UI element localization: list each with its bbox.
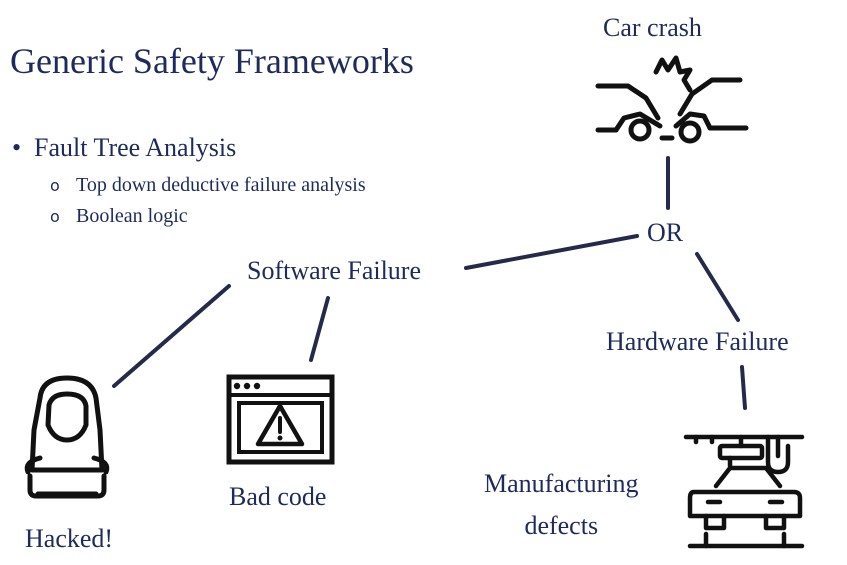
edge-or-hardware [695,252,740,322]
slide-title: Generic Safety Frameworks [10,41,414,81]
sub-bullet-label: Top down deductive failure analysis [76,174,366,196]
node-bad-code: Bad code [229,482,327,511]
manufacturing-line-2: defects [524,511,599,540]
edge-software-hacked [112,284,231,388]
bullet-fault-tree: • Fault Tree Analysis [12,133,236,163]
node-car-crash: Car crash [603,13,702,42]
node-or-gate: OR [647,218,684,247]
node-manufacturing-defects: Manufacturing defects [484,463,639,547]
hacker-icon [24,375,110,499]
car-assembly-icon [683,434,805,549]
bullet-marker: • [12,133,22,162]
sub-bullet-1: o Top down deductive failure analysis [50,174,366,197]
node-hardware-failure: Hardware Failure [606,327,789,356]
car-crash-icon [595,55,749,144]
manufacturing-line-1: Manufacturing [484,469,639,498]
edge-software-badcode [309,296,330,362]
sub-marker: o [50,176,60,195]
tree-edges [112,156,747,410]
sub-marker: o [50,207,60,226]
edge-or-software [464,234,639,270]
bullet-label: Fault Tree Analysis [34,133,237,162]
node-software-failure: Software Failure [247,256,422,285]
error-window-icon [226,374,335,465]
edge-hardware-manufacturing [740,365,747,410]
sub-bullet-label: Boolean logic [76,205,188,227]
node-hacked: Hacked! [25,524,114,553]
sub-bullet-2: o Boolean logic [50,205,188,228]
